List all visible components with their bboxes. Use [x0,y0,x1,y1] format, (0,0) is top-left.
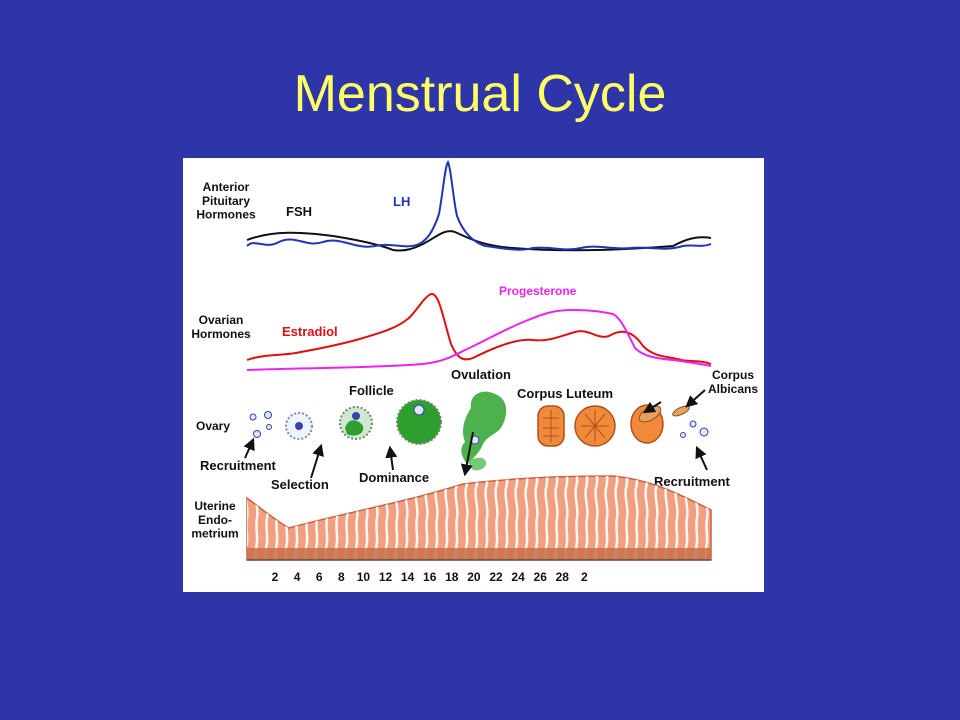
day-tick-label: 8 [338,570,345,584]
estradiol-curve [246,293,712,365]
recruitment-left-label: Recruitment [200,458,277,473]
recruitment-right-label: Recruitment [654,474,731,489]
slide-title: Menstrual Cycle [293,65,667,123]
recruitment-follicles-left [249,411,272,438]
day-tick-label: 2 [272,570,279,584]
day-tick-label: 2 [581,570,588,584]
selection-label: Selection [271,477,329,492]
day-tick-label: 26 [534,570,548,584]
lh-curve [246,160,712,251]
day-tick-label: 18 [445,570,459,584]
day-tick-label: 28 [556,570,570,584]
day-tick-label: 16 [423,570,437,584]
day-tick-label: 4 [294,570,301,584]
fsh-label: FSH [286,204,312,219]
ovulation-label: Ovulation [451,367,511,382]
corpus-luteum-label: Corpus Luteum [517,386,613,401]
day-tick-label: 6 [316,570,323,584]
dominant-follicle [396,399,442,445]
lh-label: LH [393,194,410,209]
progesterone-curve [246,308,712,371]
day-tick-label: 20 [467,570,481,584]
ovulating-follicle [461,391,507,464]
estradiol-label: Estradiol [282,324,338,339]
progesterone-label: Progesterone [499,284,577,298]
dominance-label: Dominance [359,470,429,485]
day-tick-label: 24 [511,570,525,584]
arrows [243,389,708,479]
day-tick-label: 10 [357,570,371,584]
endometrium-basal-layer [247,548,711,560]
recruitment-follicles-right [680,420,709,438]
day-tick-label: 12 [379,570,393,584]
follicle-label: Follicle [349,383,394,398]
day-tick-label: 22 [489,570,503,584]
day-tick-label: 14 [401,570,415,584]
row-label-ovary: Ovary [196,419,230,433]
